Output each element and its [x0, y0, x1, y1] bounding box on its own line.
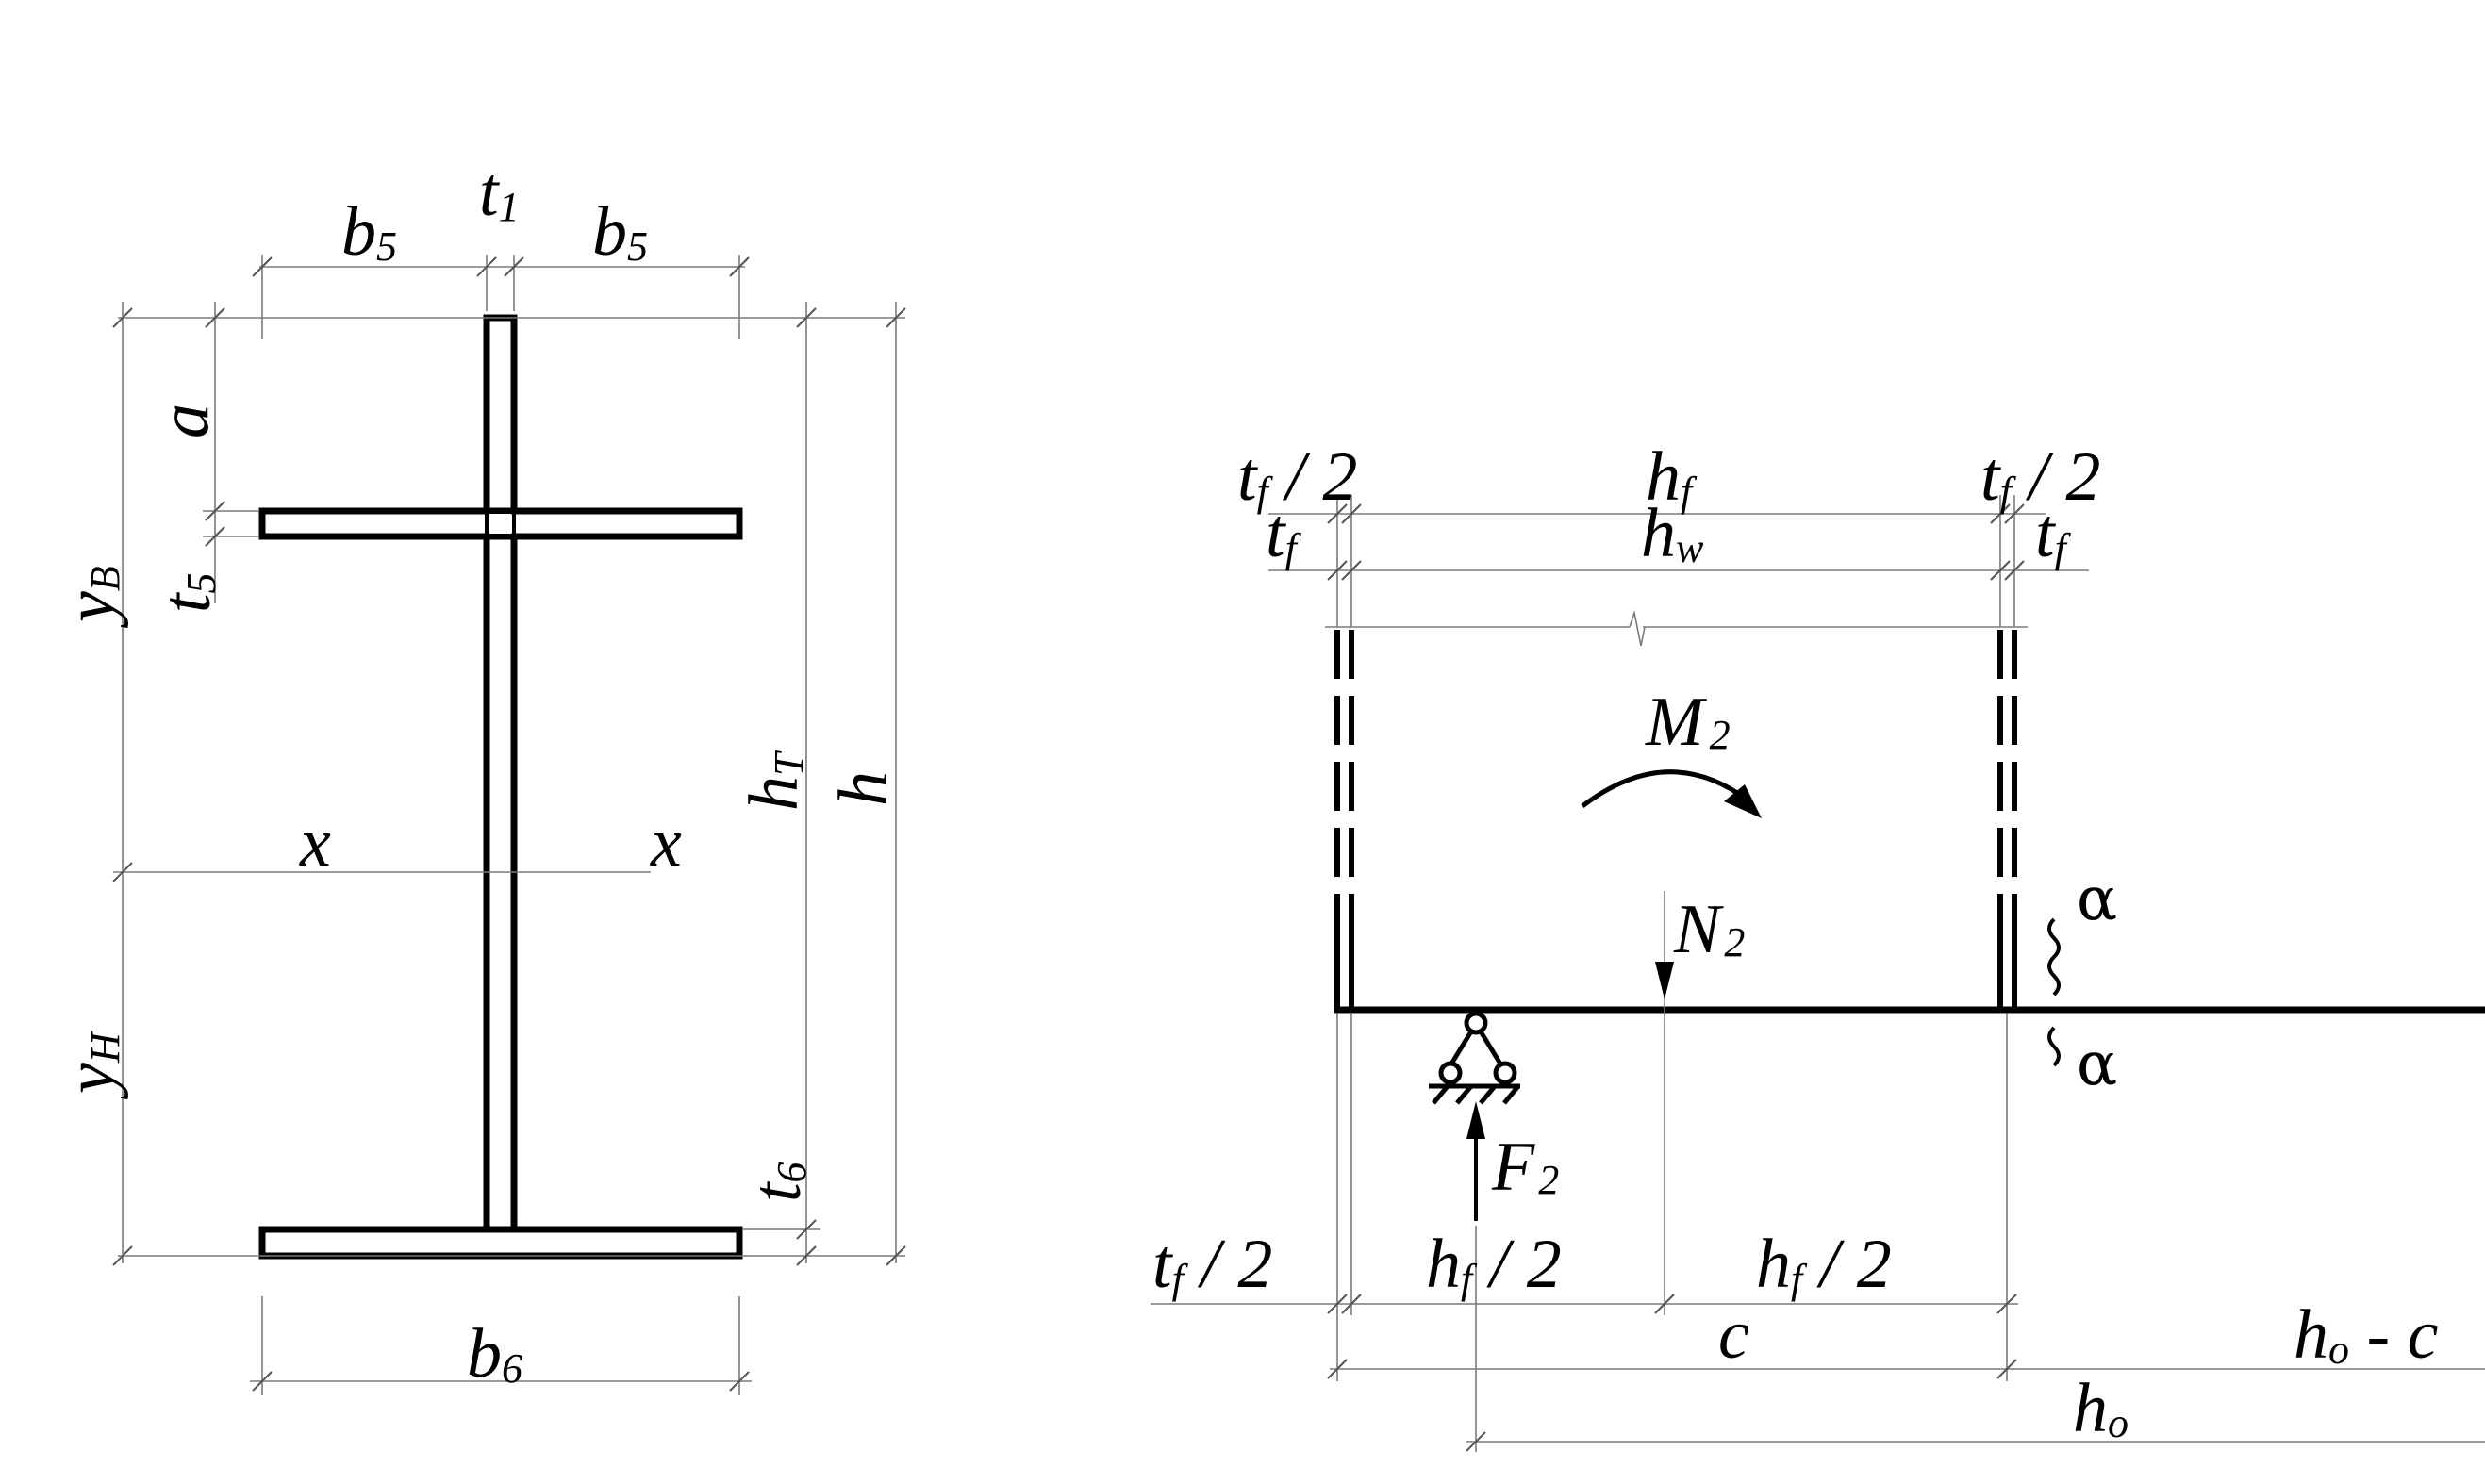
label-a: a — [146, 404, 224, 438]
label-tf2-right: tf / 2 — [1980, 438, 2100, 516]
cross-section-drawing: t1 b5 b5 a t5 yВ yН x x hT h t6 b6 — [52, 154, 906, 1395]
label-b5-right: b5 — [592, 193, 648, 271]
dimension-lines-left — [113, 255, 905, 1395]
panel-scheme-drawing: tf / 2 hf tf / 2 tf hw tf M2 N2 F2 α α t… — [1151, 438, 2485, 1452]
label-h: h — [825, 771, 903, 806]
label-x-right: x — [650, 804, 682, 882]
label-t6: t6 — [738, 1162, 816, 1202]
moment-arrow — [1581, 769, 1751, 808]
n2-arrowhead — [1655, 962, 1674, 999]
label-b6: b6 — [467, 1315, 522, 1393]
label-ho-minus-c: ho - c — [2294, 1296, 2439, 1374]
label-N2: N2 — [1673, 891, 1745, 968]
label-F2: F2 — [1491, 1129, 1559, 1206]
label-hT: hT — [736, 750, 813, 811]
bottom-flange — [258, 1226, 743, 1260]
label-yn: yН — [52, 1031, 129, 1100]
label-alpha-top: α — [2077, 865, 2117, 934]
web-plate — [483, 314, 518, 1233]
label-hw: hw — [1641, 495, 1704, 572]
label-tf2-bottom: tf / 2 — [1152, 1226, 1272, 1303]
label-ho: ho — [2073, 1370, 2129, 1447]
label-b5-left: b5 — [341, 193, 397, 271]
label-t1: t1 — [479, 154, 520, 231]
label-yv: yВ — [52, 566, 129, 629]
dimension-ticks-left — [112, 256, 906, 1392]
moment-arrowhead — [1724, 784, 1762, 818]
label-tf2-left: tf / 2 — [1237, 438, 1357, 516]
support-symbol — [1429, 1011, 1520, 1105]
section-cut-wave — [2047, 917, 2061, 1067]
f2-arrowhead — [1466, 1101, 1485, 1139]
label-x-left: x — [299, 804, 331, 882]
dimension-lines-right — [1151, 495, 2485, 1452]
label-hf2-a: hf / 2 — [1426, 1226, 1562, 1303]
label-c: c — [1718, 1296, 1749, 1374]
dimension-ticks-right — [1327, 503, 2025, 1452]
label-t5: t5 — [148, 572, 225, 613]
label-alpha-bottom: α — [2077, 1030, 2117, 1099]
label-hf2-b: hf / 2 — [1756, 1226, 1892, 1303]
